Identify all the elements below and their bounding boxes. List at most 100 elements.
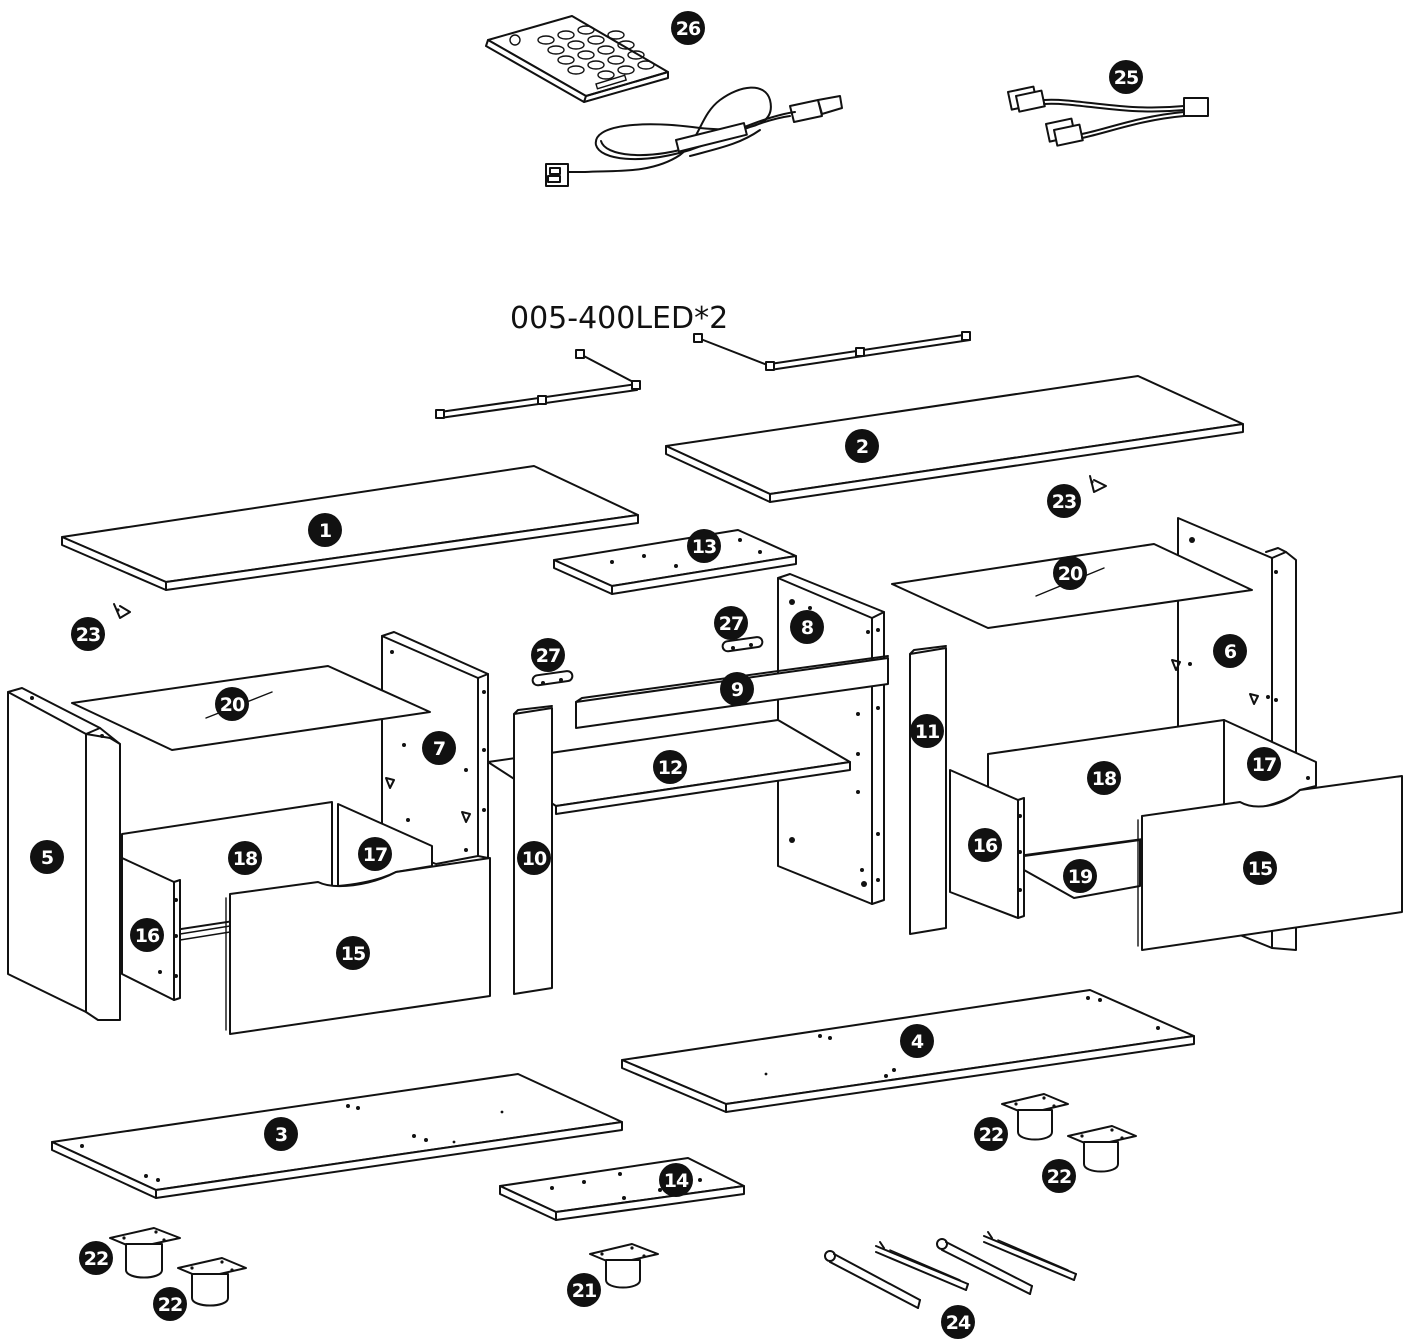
badge-20-left-label: 20 [220, 694, 245, 716]
part-7-left-divider-panel: 7 [381, 631, 489, 865]
badge-14: 14 [659, 1163, 693, 1197]
part-27-connector-plate-left: 27 [531, 638, 574, 687]
part-22-leg-right-b: 22 [1042, 1125, 1137, 1193]
badge-19: 19 [1063, 859, 1097, 893]
badge-10-label: 10 [522, 848, 547, 870]
badge-20-left: 20 [215, 687, 249, 721]
badge-22-right-b: 22 [1042, 1159, 1076, 1193]
usb-controller-cable [545, 86, 843, 187]
badge-2-label: 2 [856, 436, 868, 458]
part-22-leg-left-b: 22 [153, 1257, 247, 1321]
badge-18-right-label: 18 [1092, 768, 1117, 790]
badge-24-label: 24 [946, 1312, 971, 1334]
remote-control [485, 15, 669, 103]
badge-22-right-a-label: 22 [979, 1124, 1003, 1146]
badge-13: 13 [687, 529, 721, 563]
badge-11: 11 [910, 714, 944, 748]
badge-23-left-label: 23 [76, 624, 100, 646]
badge-5: 5 [30, 840, 64, 874]
part-25-y-splitter-cable: 25 [1007, 60, 1209, 147]
badge-3: 3 [264, 1117, 298, 1151]
part-21-center-leg: 21 [567, 1243, 659, 1307]
part-16-drawer-side-left-piece: 16 [949, 769, 1025, 919]
badge-22-right-b-label: 22 [1047, 1166, 1071, 1188]
badge-6: 6 [1213, 634, 1247, 668]
badge-22-left-b-label: 22 [158, 1294, 182, 1316]
badge-26-label: 26 [676, 18, 701, 40]
part-27-connector-plate-right: 27 [714, 606, 764, 653]
badge-12-label: 12 [658, 757, 682, 779]
badge-16-right-label: 16 [973, 835, 998, 857]
part-13-center-top-panel: 13 [553, 529, 797, 595]
badge-21-label: 21 [572, 1280, 596, 1302]
badge-17-left-label: 17 [363, 844, 387, 866]
part-3-bottom-panel-left: 3 [51, 1073, 623, 1199]
part-5-left-side-panel: 5 [7, 687, 121, 1021]
badge-20-right-label: 20 [1058, 563, 1083, 585]
drawer-slide-d [983, 1231, 1077, 1281]
left-drawer: 18 17 16 15 [121, 801, 491, 1035]
badge-3-label: 3 [275, 1124, 287, 1146]
part-22-leg-right-a: 22 [974, 1093, 1069, 1151]
part-20-glass-shelf-left: 20 [71, 665, 431, 751]
badge-11-label: 11 [915, 721, 939, 743]
badge-12: 12 [653, 750, 687, 784]
part-4-bottom-panel-right: 4 [621, 989, 1195, 1113]
badge-15-right-label: 15 [1248, 858, 1272, 880]
badge-27-right: 27 [714, 606, 748, 640]
part-22-leg-left-a: 22 [79, 1227, 181, 1279]
badge-24: 24 [941, 1305, 975, 1339]
led-strip-left [435, 349, 641, 419]
badge-21: 21 [567, 1273, 601, 1307]
badge-7: 7 [422, 731, 456, 765]
badge-18-left: 18 [228, 841, 262, 875]
badge-25: 25 [1109, 60, 1143, 94]
part-11-right-front-post: 11 [909, 645, 947, 935]
badge-16-right: 16 [968, 828, 1002, 862]
badge-26: 26 [671, 11, 705, 45]
badge-25-label: 25 [1114, 67, 1138, 89]
badge-23-right-label: 23 [1052, 491, 1076, 513]
part-15-drawer-front-left: 15 [225, 857, 491, 1035]
badge-22-left-a-label: 22 [84, 1248, 108, 1270]
badge-15-left: 15 [336, 936, 370, 970]
badge-19-label: 19 [1068, 866, 1092, 888]
part-23-wall-bracket-right: 23 [1047, 475, 1107, 518]
badge-27-right-label: 27 [719, 613, 743, 635]
badge-15-left-label: 15 [341, 943, 365, 965]
part-10-left-front-post: 10 [513, 705, 553, 995]
badge-14-label: 14 [664, 1170, 689, 1192]
badge-16-left-label: 16 [135, 925, 160, 947]
badge-23-left: 23 [71, 617, 105, 651]
part-15-drawer-front-right: 15 [1137, 775, 1403, 951]
led-strip-label: 005-400LED*2 [510, 301, 728, 336]
badge-17-right: 17 [1247, 747, 1281, 781]
drawer-slide-c [936, 1238, 1033, 1295]
drawer-slide-a [824, 1250, 921, 1309]
badge-22-right-a: 22 [974, 1117, 1008, 1151]
badge-13-label: 13 [692, 536, 716, 558]
badge-2: 2 [845, 429, 879, 463]
badge-9: 9 [720, 672, 754, 706]
badge-16-left: 16 [130, 918, 164, 952]
right-drawer: 19 18 17 16 [949, 719, 1403, 951]
badge-7-label: 7 [433, 738, 445, 760]
badge-8: 8 [790, 610, 824, 644]
badge-22-left-a: 22 [79, 1241, 113, 1275]
badge-5-label: 5 [41, 847, 53, 869]
badge-20-right: 20 [1053, 556, 1087, 590]
badge-4-label: 4 [911, 1031, 924, 1053]
part-14-bottom-center-panel: 14 [499, 1157, 745, 1221]
part-20-glass-shelf-right: 20 [891, 543, 1253, 629]
part-23-wall-bracket-left: 23 [71, 603, 131, 651]
badge-1: 1 [308, 513, 342, 547]
badge-8-label: 8 [801, 617, 814, 639]
badge-9-label: 9 [731, 679, 743, 701]
badge-10: 10 [517, 841, 551, 875]
badge-27-left-label: 27 [536, 645, 560, 667]
part-12-middle-shelf: 12 [487, 719, 851, 815]
remote-buttons [537, 25, 655, 80]
part-26-remote-and-controller: 26 [485, 11, 843, 187]
led-strip-right [693, 331, 971, 371]
